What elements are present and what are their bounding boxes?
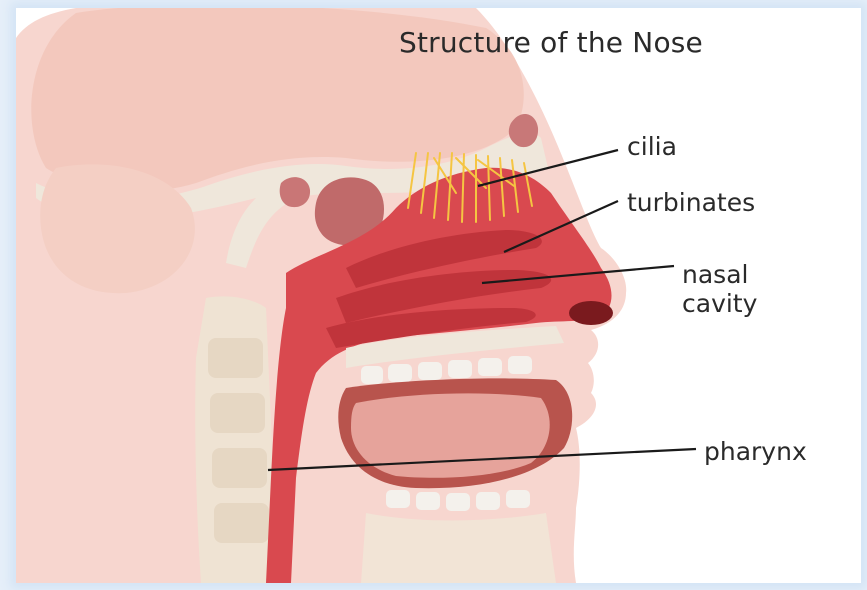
diagram-title: Structure of the Nose [399, 26, 703, 59]
label-nasal-line1: nasal [682, 260, 757, 289]
label-turbinates: turbinates [627, 188, 755, 217]
jaw-bone [361, 513, 556, 583]
small-sinus [280, 177, 310, 207]
label-cilia: cilia [627, 132, 677, 161]
label-nasal-line2: cavity [682, 289, 757, 318]
label-pharynx: pharynx [704, 437, 807, 466]
diagram-frame: Structure of the Nose cilia turbinates n… [16, 8, 861, 583]
label-nasal-cavity: nasal cavity [682, 260, 757, 318]
nostril [569, 301, 613, 325]
